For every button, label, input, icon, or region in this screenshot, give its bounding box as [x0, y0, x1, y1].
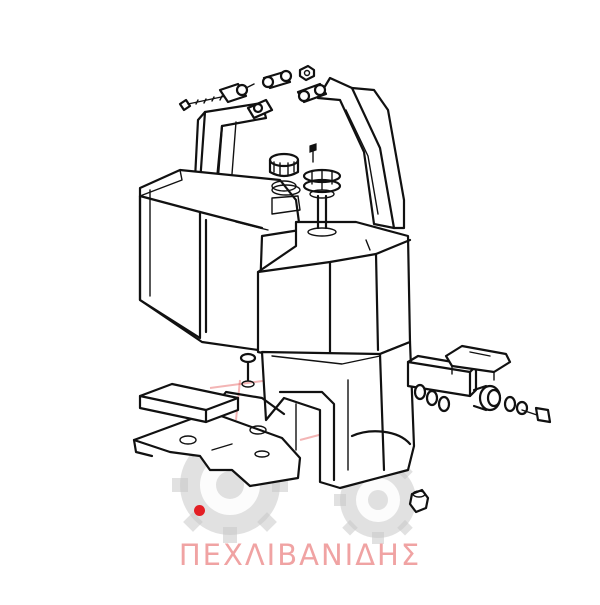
strap-hinge — [296, 82, 328, 104]
top-pin-right — [261, 69, 293, 90]
tank-lower-sump — [260, 340, 416, 490]
side-washers — [413, 383, 529, 416]
top-pin-left — [218, 82, 255, 104]
filler-strainer — [302, 168, 342, 230]
tank-front-block — [256, 220, 412, 366]
watermark-brand-text: ΠΕΧΛΙΒΑΝΙΔΗΣ — [178, 538, 422, 572]
mounting-bolt — [239, 352, 257, 388]
top-bolt-left — [178, 95, 227, 112]
filler-cap — [268, 143, 317, 192]
rubber-pad — [138, 382, 240, 424]
top-nut — [298, 64, 316, 82]
right-strap — [316, 76, 406, 230]
fuel-tank — [138, 168, 302, 352]
side-bracket-clip — [444, 344, 512, 381]
strap-clevis — [246, 98, 274, 120]
side-bolt — [521, 406, 552, 424]
side-bushing — [472, 384, 502, 412]
drain-plug — [408, 488, 430, 514]
marker-dot — [194, 505, 205, 516]
